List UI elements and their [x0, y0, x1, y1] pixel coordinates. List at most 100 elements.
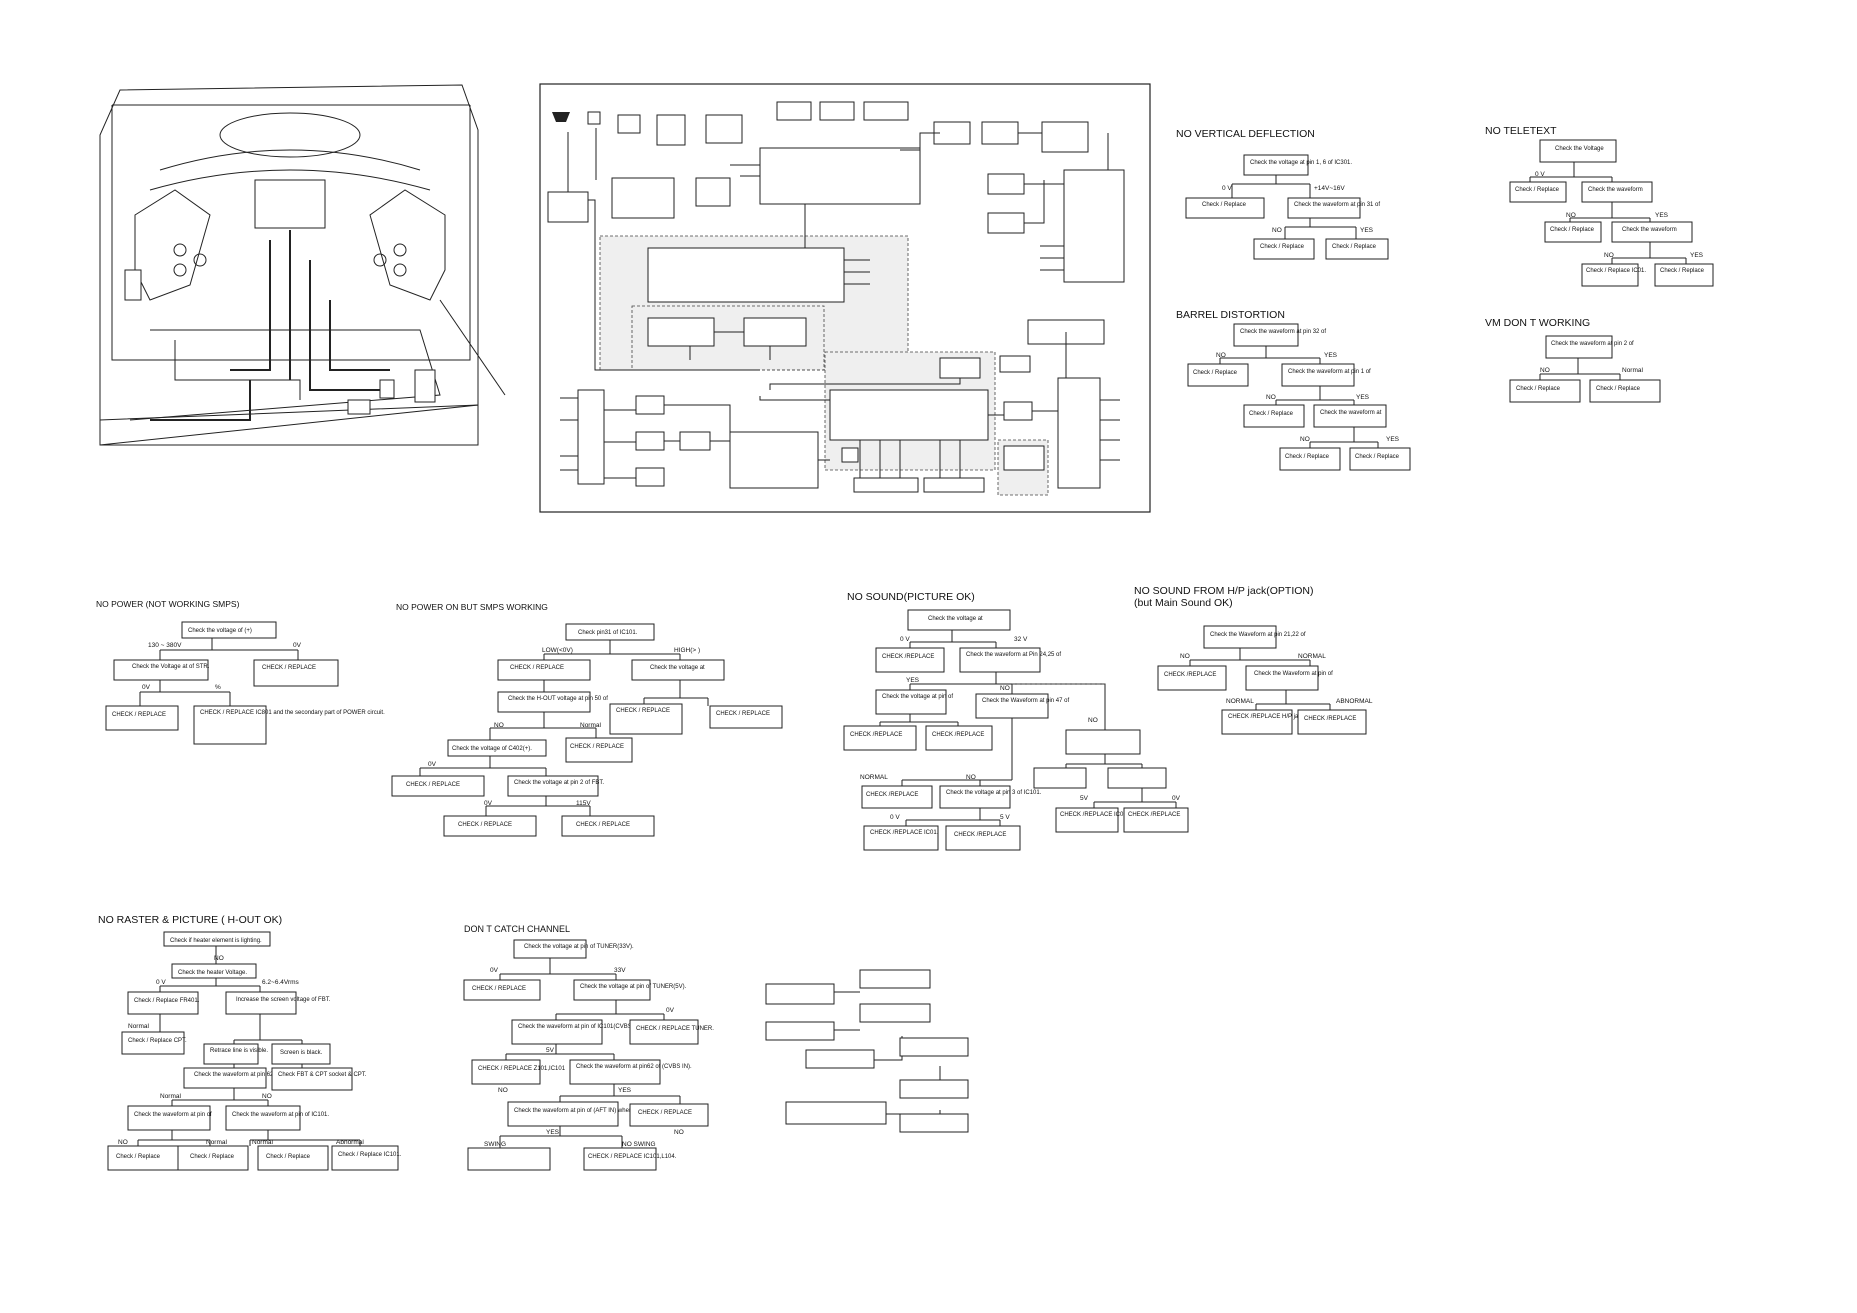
- diagram-label: Check the voltage at: [650, 665, 705, 671]
- diagram-label: Normal: [206, 1139, 228, 1146]
- flow-box: Check the waveform at pin of: [127, 1105, 212, 1131]
- flow-box: Check the H-OUT voltage at pin 50 of: [497, 691, 608, 713]
- flow-box: CHECK /REPLACE IC01.: [863, 825, 939, 851]
- diagram-label: Normal: [580, 722, 602, 729]
- flow-box: Check FBT & CPT socket & CPT.: [271, 1067, 367, 1091]
- flow-box: Screen is black.: [271, 1043, 331, 1065]
- diagram-label: 5V: [546, 1047, 555, 1054]
- diagram-label: Check the waveform at pin 1 of: [1288, 369, 1371, 375]
- flow-box: CHECK / REPLACE: [105, 705, 179, 731]
- diagram-label: NO SWING: [622, 1141, 656, 1148]
- diagram-label: YES: [618, 1087, 632, 1094]
- flowchart-no-sound: NO SOUND(PICTURE OK) Check the voltage a…: [843, 591, 1189, 851]
- diagram-label: Normal: [1622, 367, 1644, 374]
- diagram-label: Check the waveform at: [1320, 410, 1382, 416]
- flow-box: Check / Replace: [1243, 404, 1305, 428]
- diagram-label: CHECK / REPLACE IC801 and the secondary …: [200, 710, 385, 716]
- diagram-label: NORMAL: [1298, 653, 1326, 660]
- flow-box: Check / Replace: [1654, 263, 1714, 287]
- flow-box: CHECK / REPLACE: [253, 659, 339, 687]
- flow-box: Check the waveform at Pin 24,25 of: [959, 647, 1061, 673]
- diagram-label: 115V: [576, 800, 591, 807]
- diagram-label: 0V: [428, 761, 437, 768]
- flow-box: Check the Waveform at pin 21,22 of: [1203, 625, 1306, 649]
- diagram-label: Check the voltage of C402(+).: [452, 746, 532, 752]
- diagram-label: 0 V: [900, 636, 910, 643]
- diagram-label: Check / Replace: [1660, 268, 1705, 274]
- diagram-label: LOW(<0V): [542, 647, 573, 654]
- diagram-label: Check the waveform at pin of: [134, 1112, 212, 1118]
- diagram-label: Normal: [128, 1023, 150, 1030]
- diagram-label: Check the waveform: [1588, 187, 1643, 193]
- flow-box: Check the voltage at pin of TUNER(5V).: [573, 979, 687, 1001]
- section-title: VM DON T WORKING: [1485, 317, 1590, 329]
- diagram-label: Check / Replace: [1516, 386, 1561, 392]
- diagram-label: Check pin31 of IC101.: [578, 630, 638, 636]
- flow-box: Check / Replace IC101.: [331, 1145, 402, 1171]
- flow-box: CHECK / REPLACE IC801 and the secondary …: [193, 705, 385, 745]
- flow-box: Check the waveform at pin 31 of: [1287, 197, 1380, 219]
- flow-box: Check the waveform at pin62 of (CVBS IN)…: [569, 1059, 692, 1085]
- diagram-label: YES: [1324, 352, 1338, 359]
- diagram-label: Check the voltage at pin 3 of IC101.: [946, 790, 1042, 796]
- diagram-label: 0V: [142, 684, 151, 691]
- flow-box: Check the voltage at pin 3 of IC101.: [939, 785, 1042, 809]
- flow-box: Retrace line is visible.: [203, 1043, 268, 1065]
- diagram-label: Check the Voltage at of STR.: [132, 664, 210, 670]
- flow-box: Check / Replace: [257, 1145, 329, 1171]
- diagram-label: YES: [1690, 252, 1704, 259]
- diagram-label: Check the voltage at pin of: [882, 694, 953, 700]
- diagram-label: CHECK /REPLACE: [866, 792, 918, 798]
- diagram-label: Check the Waveform at pin 21,22 of: [1210, 632, 1306, 638]
- diagram-label: 5V: [1080, 795, 1089, 802]
- diagram-label: NO: [1300, 436, 1310, 443]
- diagram-label: HIGH(> ): [674, 647, 700, 654]
- diagram-label: YES: [1655, 212, 1669, 219]
- flow-box: Check the waveform at pin of IC101(CVBS …: [511, 1019, 650, 1045]
- diagram-label: CHECK / REPLACE: [112, 712, 166, 718]
- diagram-label: NO: [1000, 685, 1010, 692]
- diagram-label: Check FBT & CPT socket & CPT.: [278, 1072, 367, 1078]
- diagram-label: CHECK /REPLACE: [1128, 812, 1180, 818]
- flow-box: CHECK / REPLACE: [561, 815, 655, 837]
- diagram-label: NO: [214, 955, 224, 962]
- diagram-label: Check / Replace: [266, 1154, 311, 1160]
- diagram-label: NO: [1266, 394, 1276, 401]
- diagram-label: Check / Replace FR401.: [134, 998, 200, 1004]
- flow-box: Check the Waveform at pin 47 of: [975, 693, 1069, 719]
- flow-box: Check the waveform at pin of IC101.: [225, 1105, 329, 1131]
- flow-box: CHECK / REPLACE Z101,IC101: [471, 1059, 566, 1085]
- diagram-label: NO: [1604, 252, 1614, 259]
- flow-box: Check the voltage at pin 1, 6 of IC301.: [1243, 154, 1352, 176]
- flow-box: Check the voltage at: [631, 659, 725, 681]
- flow-box: Check the waveform at pin of (AFT IN) wh…: [507, 1101, 662, 1127]
- diagram-label: 33V: [614, 967, 626, 974]
- diagram-label: CHECK / REPLACE: [406, 782, 460, 788]
- diagram-label: Check the waveform at pin 32 of: [1240, 329, 1326, 335]
- diagram-label: CHECK / REPLACE: [262, 665, 316, 671]
- diagram-label: Check / Replace IC01.: [1586, 268, 1646, 274]
- flow-box: Check / Replace: [1279, 447, 1341, 471]
- diagram-label: NO: [1216, 352, 1226, 359]
- diagram-label: 0 V: [1535, 171, 1545, 178]
- diagram-label: Check / Replace: [116, 1154, 161, 1160]
- flow-box: Check the Voltage: [1539, 139, 1617, 163]
- flowchart-no-vertical-deflection: NO VERTICAL DEFLECTION Check the voltage…: [1176, 128, 1389, 260]
- diagram-label: CHECK / REPLACE: [638, 1110, 692, 1116]
- diagram-label: 0V: [666, 1007, 675, 1014]
- section-subtitle: (but Main Sound OK): [1134, 597, 1233, 609]
- diagram-label: Check the Waveform at pin 47 of: [982, 698, 1069, 704]
- diagram-label: NO: [262, 1093, 272, 1100]
- flow-box: CHECK / REPLACE: [629, 1103, 709, 1127]
- diagram-label: Screen is black.: [280, 1050, 323, 1056]
- diagram-label: NO: [1180, 653, 1190, 660]
- diagram-label: CHECK /REPLACE: [1304, 716, 1356, 722]
- flow-box-empty: [1033, 767, 1087, 789]
- flow-box: Check / Replace: [177, 1145, 249, 1171]
- diagram-label: Check / Replace: [1285, 454, 1330, 460]
- diagram-label: Check / Replace: [1332, 244, 1377, 250]
- flow-box: Check the waveform at pin 62 of: [183, 1067, 280, 1089]
- diagram-label: Check / Replace IC101.: [338, 1152, 402, 1158]
- flow-box: Check / Replace: [1187, 363, 1249, 387]
